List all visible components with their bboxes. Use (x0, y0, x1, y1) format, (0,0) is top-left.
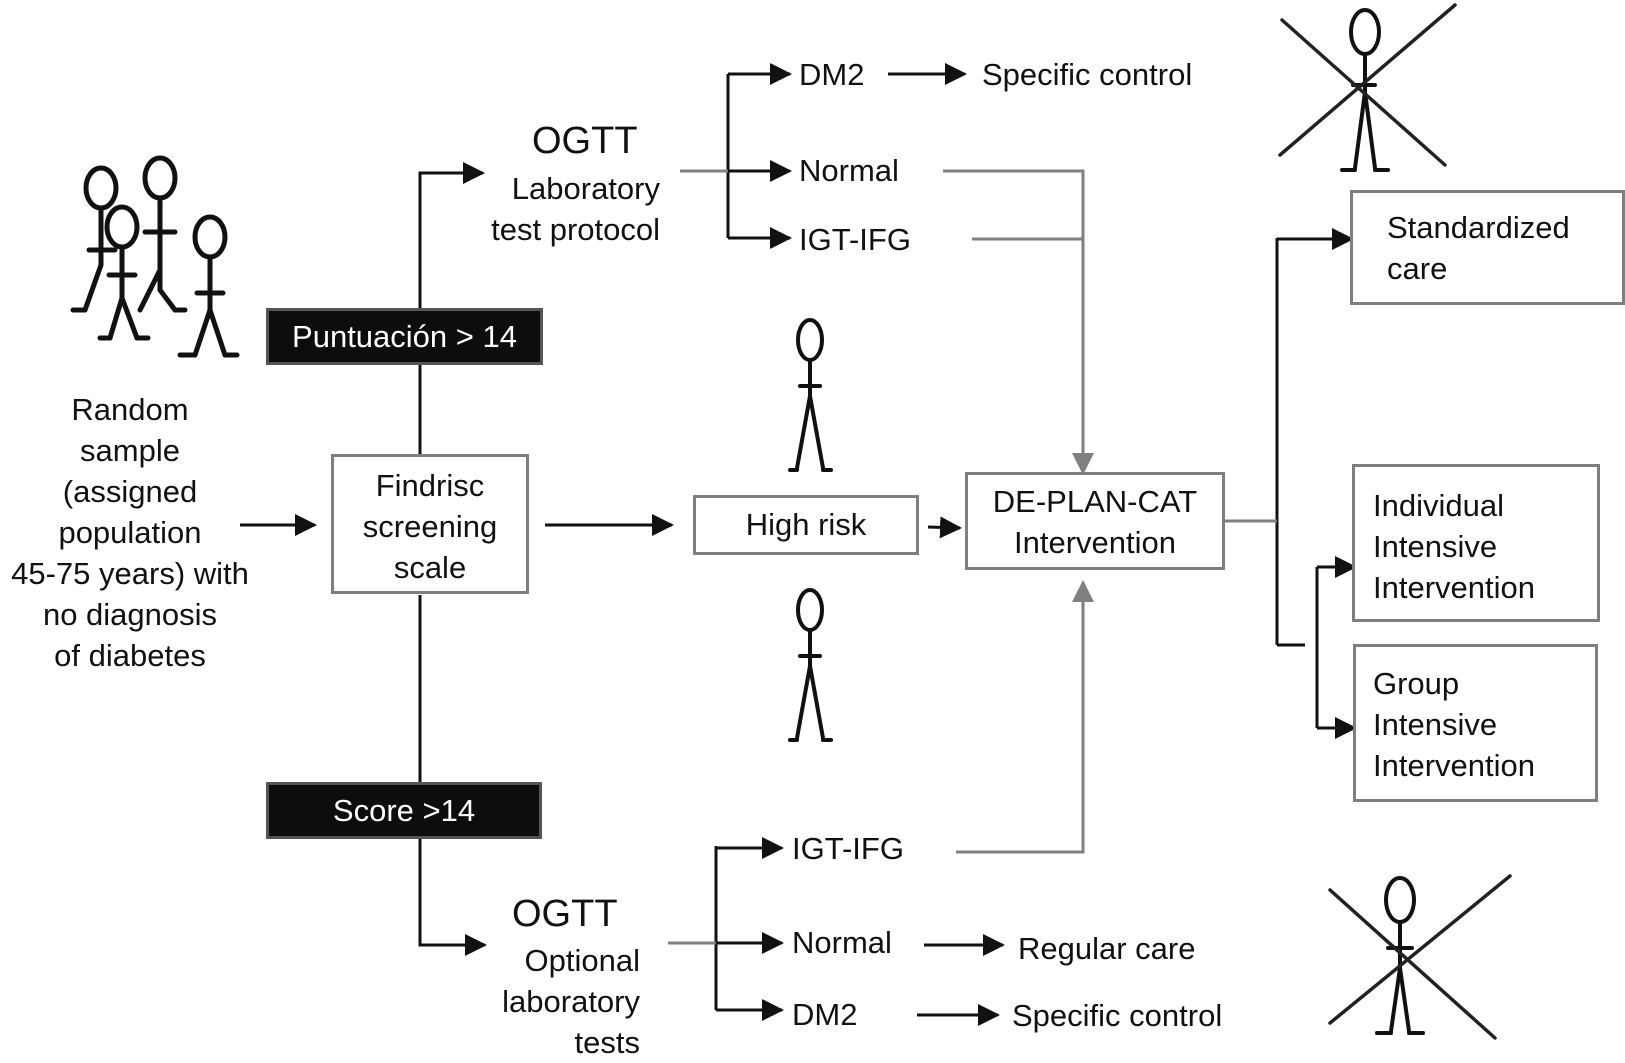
source-line: of diabetes (54, 638, 206, 673)
arm-line: Intervention (1373, 748, 1535, 783)
arm-line: Group (1373, 666, 1460, 701)
high-risk-box: High risk (693, 495, 919, 555)
person-icon-upper (788, 318, 833, 472)
arrow-lower-igt-to-intervention (956, 580, 1094, 854)
upper-condition-label: Puntuación > 14 (266, 308, 543, 365)
source-line: (assigned (62, 474, 198, 509)
source-line: population (58, 515, 202, 550)
findrisc-screening-box: Findrisc screening scale (331, 454, 529, 594)
source-line: 45-75 years) with (11, 556, 249, 591)
arrow-screening-to-lower-ogtt (418, 595, 487, 956)
arm-line: Intervention (1373, 570, 1535, 605)
lower-specific-control: Specific control (1012, 998, 1223, 1033)
intervention-line: DE-PLAN-CAT (992, 484, 1198, 519)
upper-condition-text: Puntuación > 14 (292, 318, 517, 354)
upper-specific-control: Specific control (982, 57, 1193, 92)
population-group-icon (70, 155, 240, 358)
lower-test-line: Optional (524, 943, 640, 978)
person-icon-lower (788, 588, 833, 742)
arm-line: Individual (1373, 488, 1504, 523)
lower-test-line: laboratory (502, 984, 640, 1019)
individual-intensive-intervention-box: Individual Intensive Intervention (1352, 464, 1600, 622)
screening-line: scale (393, 550, 467, 585)
excluded-person-icon-bottom (1328, 874, 1512, 1040)
source-line: no diagnosis (42, 597, 218, 632)
arrow-upper-normal-to-intervention (943, 169, 1094, 475)
screening-line: Findrisc (375, 468, 485, 503)
source-population-text: Random sample (assigned population 45-75… (0, 389, 260, 676)
high-risk-label: High risk (745, 507, 867, 542)
arm-line: Standardized (1387, 210, 1570, 245)
upper-ogtt-title: OGTT (532, 120, 638, 162)
screening-line: screening (362, 509, 498, 544)
de-plan-cat-intervention-box: DE-PLAN-CAT Intervention (965, 472, 1225, 570)
source-line: Random (71, 392, 189, 427)
upper-ogtt-description: Laboratory test protocol (440, 168, 660, 250)
upper-outcome-dm2: DM2 (799, 57, 865, 92)
upper-outcome-normal: Normal (799, 153, 899, 188)
lower-test-line: tests (574, 1025, 640, 1060)
arm-line: Intensive (1373, 529, 1498, 564)
lower-ogtt-title: OGTT (512, 893, 618, 935)
lower-ogtt-description: Optional laboratory tests (440, 940, 640, 1063)
lower-outcome-normal: Normal (792, 925, 892, 960)
group-intensive-intervention-box: Group Intensive Intervention (1353, 644, 1598, 802)
arm-line: Intensive (1373, 707, 1498, 742)
arrow-high-risk-to-intervention (927, 516, 962, 539)
lower-outcome-igt-ifg: IGT-IFG (792, 831, 904, 866)
upper-test-line: test protocol (491, 212, 660, 247)
arm-line: care (1387, 251, 1448, 286)
lower-condition-text: Score >14 (332, 792, 476, 828)
standardized-care-box: Standardized care (1350, 190, 1625, 305)
excluded-person-icon-top (1278, 3, 1457, 172)
upper-outcome-igt-ifg: IGT-IFG (799, 222, 911, 257)
lower-regular-care: Regular care (1018, 931, 1196, 966)
intervention-line: Intervention (1014, 525, 1176, 560)
upper-test-line: Laboratory (511, 171, 660, 206)
source-line: sample (80, 433, 180, 468)
lower-outcome-dm2: DM2 (792, 997, 858, 1032)
lower-condition-label: Score >14 (266, 782, 542, 839)
